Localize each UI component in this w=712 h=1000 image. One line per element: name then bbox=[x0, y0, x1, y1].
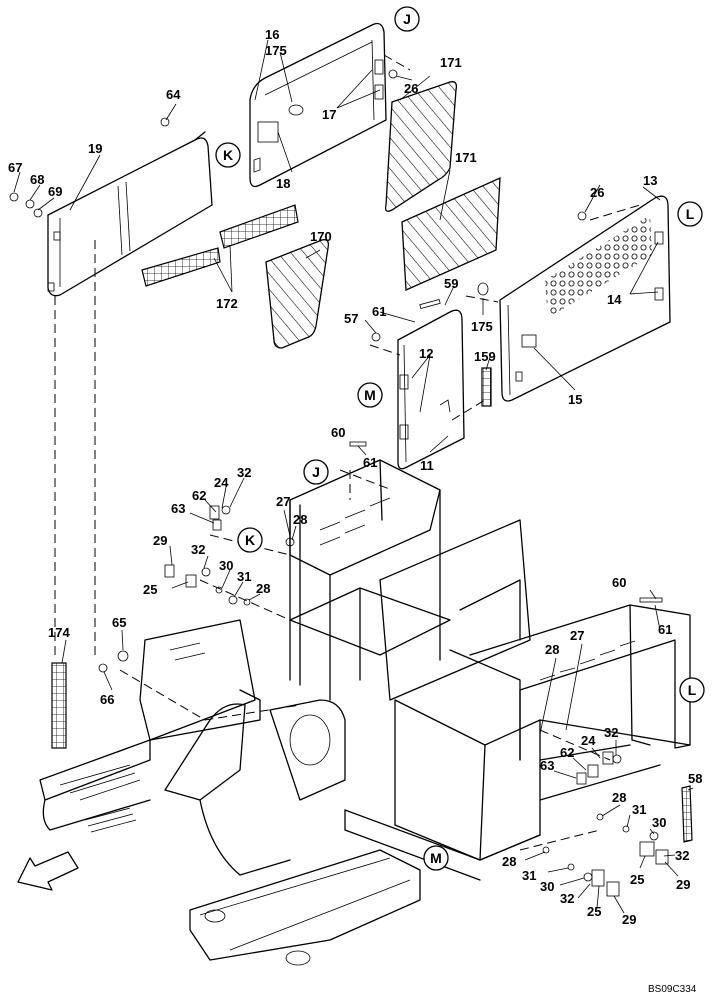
insulation-171-upper bbox=[384, 81, 458, 212]
label-61: 61 bbox=[372, 304, 386, 319]
svg-text:J: J bbox=[312, 464, 320, 480]
assembly-lines bbox=[54, 54, 641, 851]
label-16: 16 bbox=[265, 27, 279, 42]
figure-code: BS09C334 bbox=[648, 984, 697, 995]
insulation-171-lower bbox=[401, 176, 501, 291]
svg-text:L: L bbox=[688, 682, 697, 698]
label-12: 12 bbox=[419, 346, 433, 361]
label-31: 31 bbox=[237, 569, 251, 584]
label-29: 29 bbox=[622, 912, 636, 927]
callout-J-top: J bbox=[394, 6, 420, 32]
label-25: 25 bbox=[587, 904, 601, 919]
label-30: 30 bbox=[219, 558, 233, 573]
label-64: 64 bbox=[166, 87, 181, 102]
label-63: 63 bbox=[540, 758, 554, 773]
hardware-bolts bbox=[9, 69, 669, 897]
label-69: 69 bbox=[48, 184, 62, 199]
label-19: 19 bbox=[88, 141, 102, 156]
leader-lines bbox=[13, 39, 694, 914]
label-28: 28 bbox=[256, 581, 270, 596]
svg-text:K: K bbox=[245, 532, 255, 548]
svg-text:J: J bbox=[403, 11, 411, 27]
label-15: 15 bbox=[568, 392, 582, 407]
label-172: 172 bbox=[216, 296, 238, 311]
label-29: 29 bbox=[676, 877, 690, 892]
label-28: 28 bbox=[502, 854, 516, 869]
label-60: 60 bbox=[331, 425, 345, 440]
label-170: 170 bbox=[310, 229, 332, 244]
callout-M-bottom: M bbox=[423, 845, 449, 871]
label-32: 32 bbox=[604, 725, 618, 740]
label-174: 174 bbox=[48, 625, 70, 640]
label-26: 26 bbox=[404, 81, 418, 96]
part-labels: 16 175 17 18 26 171 64 19 67 68 69 171 1… bbox=[8, 27, 702, 927]
label-67: 67 bbox=[8, 160, 22, 175]
seal-58 bbox=[681, 785, 693, 843]
label-25: 25 bbox=[630, 872, 644, 887]
callout-M-top: M bbox=[357, 382, 383, 408]
label-28: 28 bbox=[612, 790, 626, 805]
label-60: 60 bbox=[612, 575, 626, 590]
front-direction-arrow bbox=[17, 851, 79, 891]
callout-J-bottom: J bbox=[303, 459, 329, 485]
label-14: 14 bbox=[607, 292, 622, 307]
label-18: 18 bbox=[276, 176, 290, 191]
svg-text:M: M bbox=[364, 387, 376, 403]
seal-159 bbox=[481, 367, 492, 407]
label-66: 66 bbox=[100, 692, 114, 707]
label-175: 175 bbox=[471, 319, 493, 334]
label-68: 68 bbox=[30, 172, 44, 187]
label-24: 24 bbox=[581, 733, 596, 748]
panel-13 bbox=[499, 195, 671, 402]
callout-K-bottom: K bbox=[237, 527, 263, 553]
label-171: 171 bbox=[455, 150, 477, 165]
label-13: 13 bbox=[643, 173, 657, 188]
label-58: 58 bbox=[688, 771, 702, 786]
label-11: 11 bbox=[420, 458, 434, 473]
label-32: 32 bbox=[560, 891, 574, 906]
svg-text:M: M bbox=[430, 850, 442, 866]
label-171: 171 bbox=[440, 55, 462, 70]
label-17: 17 bbox=[322, 107, 336, 122]
label-63: 63 bbox=[171, 501, 185, 516]
label-30: 30 bbox=[540, 879, 554, 894]
callout-L-top: L bbox=[677, 201, 703, 227]
label-28: 28 bbox=[293, 512, 307, 527]
panel-11 bbox=[397, 309, 465, 470]
label-175: 175 bbox=[265, 43, 287, 58]
label-31: 31 bbox=[632, 802, 646, 817]
label-28: 28 bbox=[545, 642, 559, 657]
label-62: 62 bbox=[192, 488, 206, 503]
svg-text:L: L bbox=[686, 206, 695, 222]
label-31: 31 bbox=[522, 868, 536, 883]
label-32: 32 bbox=[191, 542, 205, 557]
label-32: 32 bbox=[675, 848, 689, 863]
label-59: 59 bbox=[444, 276, 458, 291]
label-57: 57 bbox=[344, 311, 358, 326]
label-26: 26 bbox=[590, 185, 604, 200]
label-61: 61 bbox=[658, 622, 672, 637]
label-29: 29 bbox=[153, 533, 167, 548]
insulation-170 bbox=[265, 239, 330, 349]
label-25: 25 bbox=[143, 582, 157, 597]
label-27: 27 bbox=[570, 628, 584, 643]
label-62: 62 bbox=[560, 745, 574, 760]
label-30: 30 bbox=[652, 815, 666, 830]
panel-19 bbox=[47, 131, 213, 297]
callout-L-bottom: L bbox=[679, 677, 705, 703]
label-32: 32 bbox=[237, 465, 251, 480]
callout-K-top: K bbox=[215, 142, 241, 168]
label-27: 27 bbox=[276, 494, 290, 509]
label-159: 159 bbox=[474, 349, 496, 364]
base-frame bbox=[39, 619, 541, 966]
seal-172 bbox=[141, 204, 299, 287]
label-61: 61 bbox=[363, 455, 377, 470]
label-24: 24 bbox=[214, 475, 229, 490]
label-65: 65 bbox=[112, 615, 126, 630]
seal-174 bbox=[51, 662, 67, 749]
svg-text:K: K bbox=[223, 147, 233, 163]
upper-frame bbox=[289, 459, 691, 861]
